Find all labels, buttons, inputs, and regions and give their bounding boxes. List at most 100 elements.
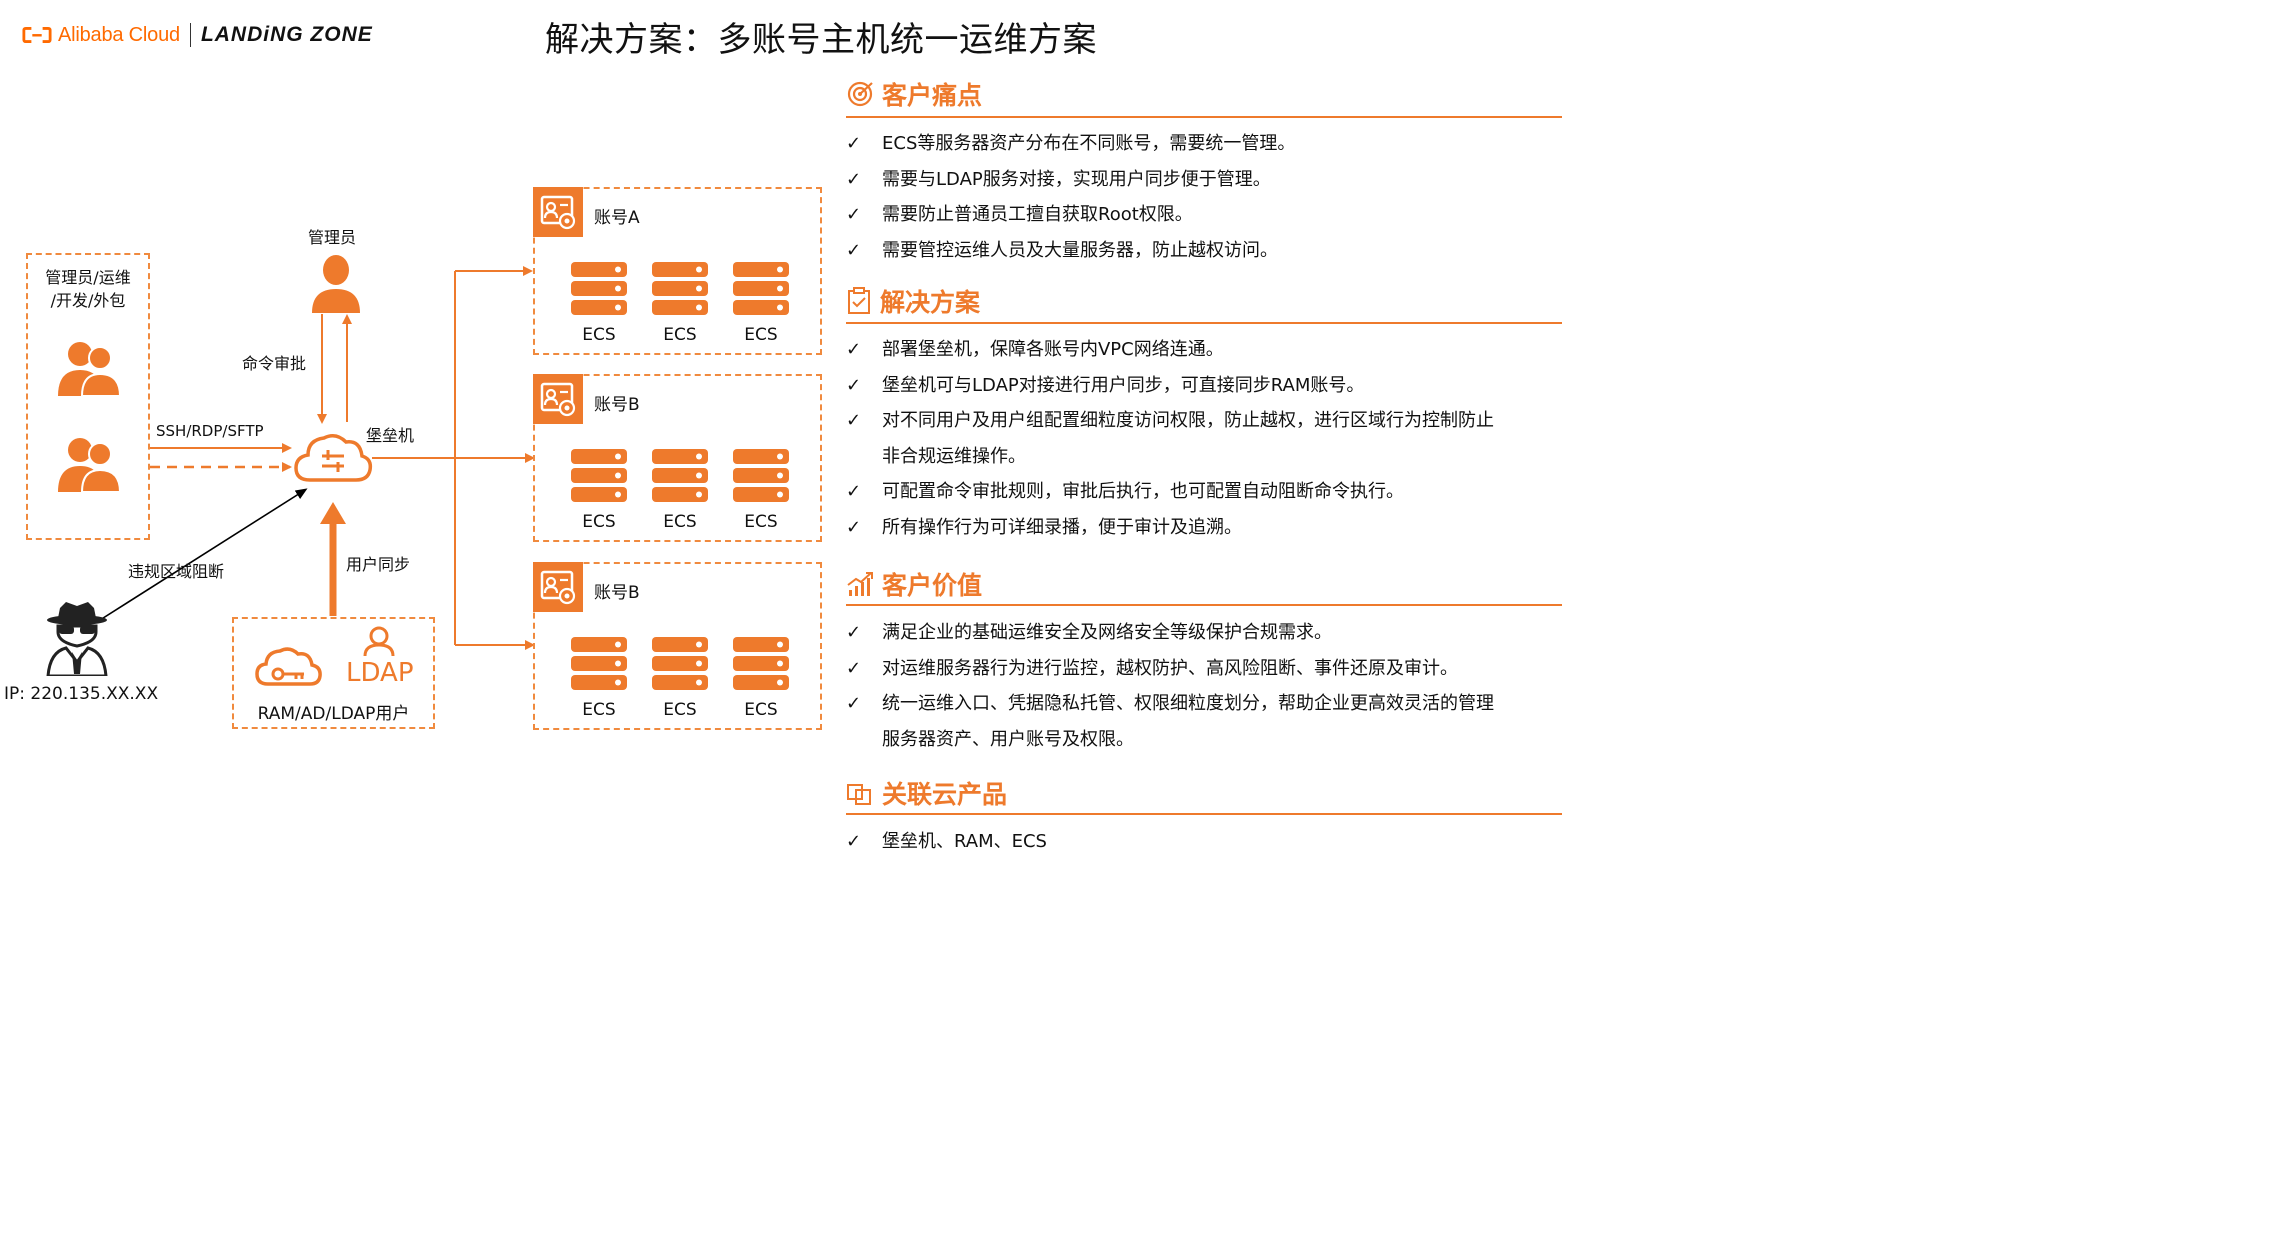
account-settings-icon — [533, 562, 583, 612]
list-item-text: 服务器资产、用户账号及权限。 — [882, 728, 1134, 750]
pain-points-header: 客户痛点 — [846, 76, 1562, 112]
users-box-label: 管理员/运维 /开发/外包 — [45, 268, 131, 310]
pain-points-title: 客户痛点 — [882, 81, 983, 110]
list-item-text: 对不同用户及用户组配置细粒度访问权限，防止越权，进行区域行为控制防止 — [882, 410, 1494, 431]
ldap-user-icon — [363, 626, 395, 657]
bastion-label: 堡垒机 — [366, 426, 415, 445]
list-item-text: 非合规运维操作。 — [882, 445, 1026, 467]
clipboard-check-icon — [848, 287, 870, 314]
pain-points-rule — [846, 116, 1562, 118]
checkmark-icon: ✓ — [846, 410, 862, 431]
list-item-text: 可配置命令审批规则，审批后执行，也可配置自动阻断命令执行。 — [882, 481, 1404, 502]
list-item-text: 部署堡垒机，保障各账号内VPC网络连通。 — [882, 339, 1224, 360]
checkmark-icon: ✓ — [846, 693, 862, 714]
solution-rule — [846, 322, 1562, 324]
account-settings-icon — [533, 374, 583, 424]
brand-logo: Alibaba Cloud LANDiNG ZONE — [22, 18, 373, 52]
ecs-label: ECS — [663, 325, 697, 345]
ecs-label: ECS — [663, 700, 697, 720]
account-name: 账号B — [594, 583, 640, 603]
admin-label: 管理员 — [308, 228, 357, 247]
checkmark-icon: ✓ — [846, 657, 862, 679]
list-item-text: 满足企业的基础运维安全及网络安全等级保护合规需求。 — [882, 622, 1332, 643]
checkmark-icon: ✓ — [846, 168, 862, 190]
ecs-label: ECS — [744, 325, 778, 345]
user-sync-arrowhead — [320, 502, 346, 524]
alibaba-cloud-logo-icon — [22, 27, 52, 43]
ecs-label: ECS — [744, 700, 778, 720]
list-item-text: 需要管控运维人员及大量服务器，防止越权访问。 — [882, 239, 1278, 261]
products-list: ✓ 堡垒机、RAM、ECS — [846, 824, 1562, 862]
account-box — [533, 562, 822, 730]
server-icon — [651, 261, 709, 317]
growth-chart-icon — [847, 572, 873, 596]
solution-header: 解决方案 — [846, 283, 1562, 319]
value-title: 客户价值 — [882, 571, 983, 600]
server-icon — [732, 261, 790, 317]
pain-points-list: ✓ ECS等服务器资产分布在不同账号，需要统一管理。 ✓ 需要与LDAP服务对接，实现… — [846, 126, 1562, 272]
solution-title: 解决方案 — [880, 288, 981, 317]
account-name: 账号B — [594, 395, 640, 415]
brand-alibaba-text: Alibaba Cloud — [58, 23, 180, 46]
cloud-key-icon — [255, 647, 322, 686]
copy-icon — [847, 784, 871, 805]
value-rule — [846, 604, 1562, 606]
identity-box-label: RAM/AD/LDAP用户 — [257, 704, 410, 724]
ecs-label: ECS — [582, 325, 616, 345]
account-name: 账号A — [594, 208, 640, 228]
list-item-text: 所有操作行为可详细录播，便于审计及追溯。 — [882, 516, 1242, 538]
command-approval-label: 命令审批 — [242, 354, 307, 373]
ecs-label: ECS — [744, 512, 778, 532]
list-item-text: 堡垒机、RAM、ECS — [882, 831, 1047, 852]
target-icon — [847, 81, 873, 107]
list-item-text: 需要与LDAP服务对接，实现用户同步便于管理。 — [882, 168, 1271, 190]
identity-box — [232, 617, 435, 729]
account-box — [533, 187, 822, 355]
ldap-text: LDAP — [346, 658, 414, 688]
list-item-text: 堡垒机可与LDAP对接进行用户同步，可直接同步RAM账号。 — [882, 374, 1365, 396]
server-icon — [732, 636, 790, 692]
violation-label: 违规区域阻断 — [128, 562, 225, 581]
products-title: 关联云产品 — [882, 780, 1008, 809]
value-list: ✓ 满足企业的基础运维安全及网络安全等级保护合规需求。 ✓ 对运维服务器行为进行监控，… — [846, 615, 1562, 761]
checkmark-icon: ✓ — [846, 133, 862, 154]
checkmark-icon: ✓ — [846, 374, 862, 396]
protocols-label: SSH/RDP/SFTP — [156, 422, 264, 440]
account-settings-icon — [533, 187, 583, 237]
diagram-connectors — [99, 266, 535, 650]
value-header: 客户价值 — [846, 566, 1562, 602]
checkmark-icon: ✓ — [846, 516, 862, 538]
server-icon — [651, 636, 709, 692]
server-icon — [732, 448, 790, 504]
checkmark-icon: ✓ — [846, 831, 862, 852]
ecs-label: ECS — [582, 512, 616, 532]
list-item-text: ECS等服务器资产分布在不同账号，需要统一管理。 — [882, 133, 1296, 154]
users-icon — [58, 342, 122, 397]
solution-list: ✓ 部署堡垒机，保障各账号内VPC网络连通。 ✓ 堡垒机可与LDAP对接进行用户同步，… — [846, 332, 1562, 548]
checkmark-icon: ✓ — [846, 622, 862, 643]
violation-arrow — [99, 488, 308, 621]
list-item-text: 需要防止普通员工擅自获取Root权限。 — [882, 204, 1193, 225]
server-icon — [651, 448, 709, 504]
brand-separator — [189, 23, 191, 47]
spy-icon — [46, 602, 108, 676]
brand-landing-zone-text: LANDiNG ZONE — [200, 23, 373, 46]
server-icon — [570, 448, 628, 504]
list-item-text: 对运维服务器行为进行监控，越权防护、高风险阻断、事件还原及审计。 — [882, 657, 1458, 679]
products-header: 关联云产品 — [846, 775, 1562, 811]
user-sync-label: 用户同步 — [346, 555, 411, 574]
account-box — [533, 374, 822, 542]
users-box — [26, 253, 150, 540]
users-icon-2 — [58, 438, 122, 493]
user-icon — [312, 255, 360, 313]
list-item-text: 统一运维入口、凭据隐私托管、权限细粒度划分，帮助企业更高效灵活的管理 — [882, 693, 1494, 714]
products-rule — [846, 813, 1562, 815]
server-icon — [570, 261, 628, 317]
ecs-label: ECS — [663, 512, 697, 532]
cloud-bastion-icon — [294, 434, 373, 482]
attacker-ip-label: IP: 220.135.XX.XX — [4, 684, 159, 704]
checkmark-icon: ✓ — [846, 481, 862, 502]
checkmark-icon: ✓ — [846, 339, 862, 360]
page-title: 解决方案：多账号主机统一运维方案 — [545, 20, 1097, 60]
server-icon — [570, 636, 628, 692]
